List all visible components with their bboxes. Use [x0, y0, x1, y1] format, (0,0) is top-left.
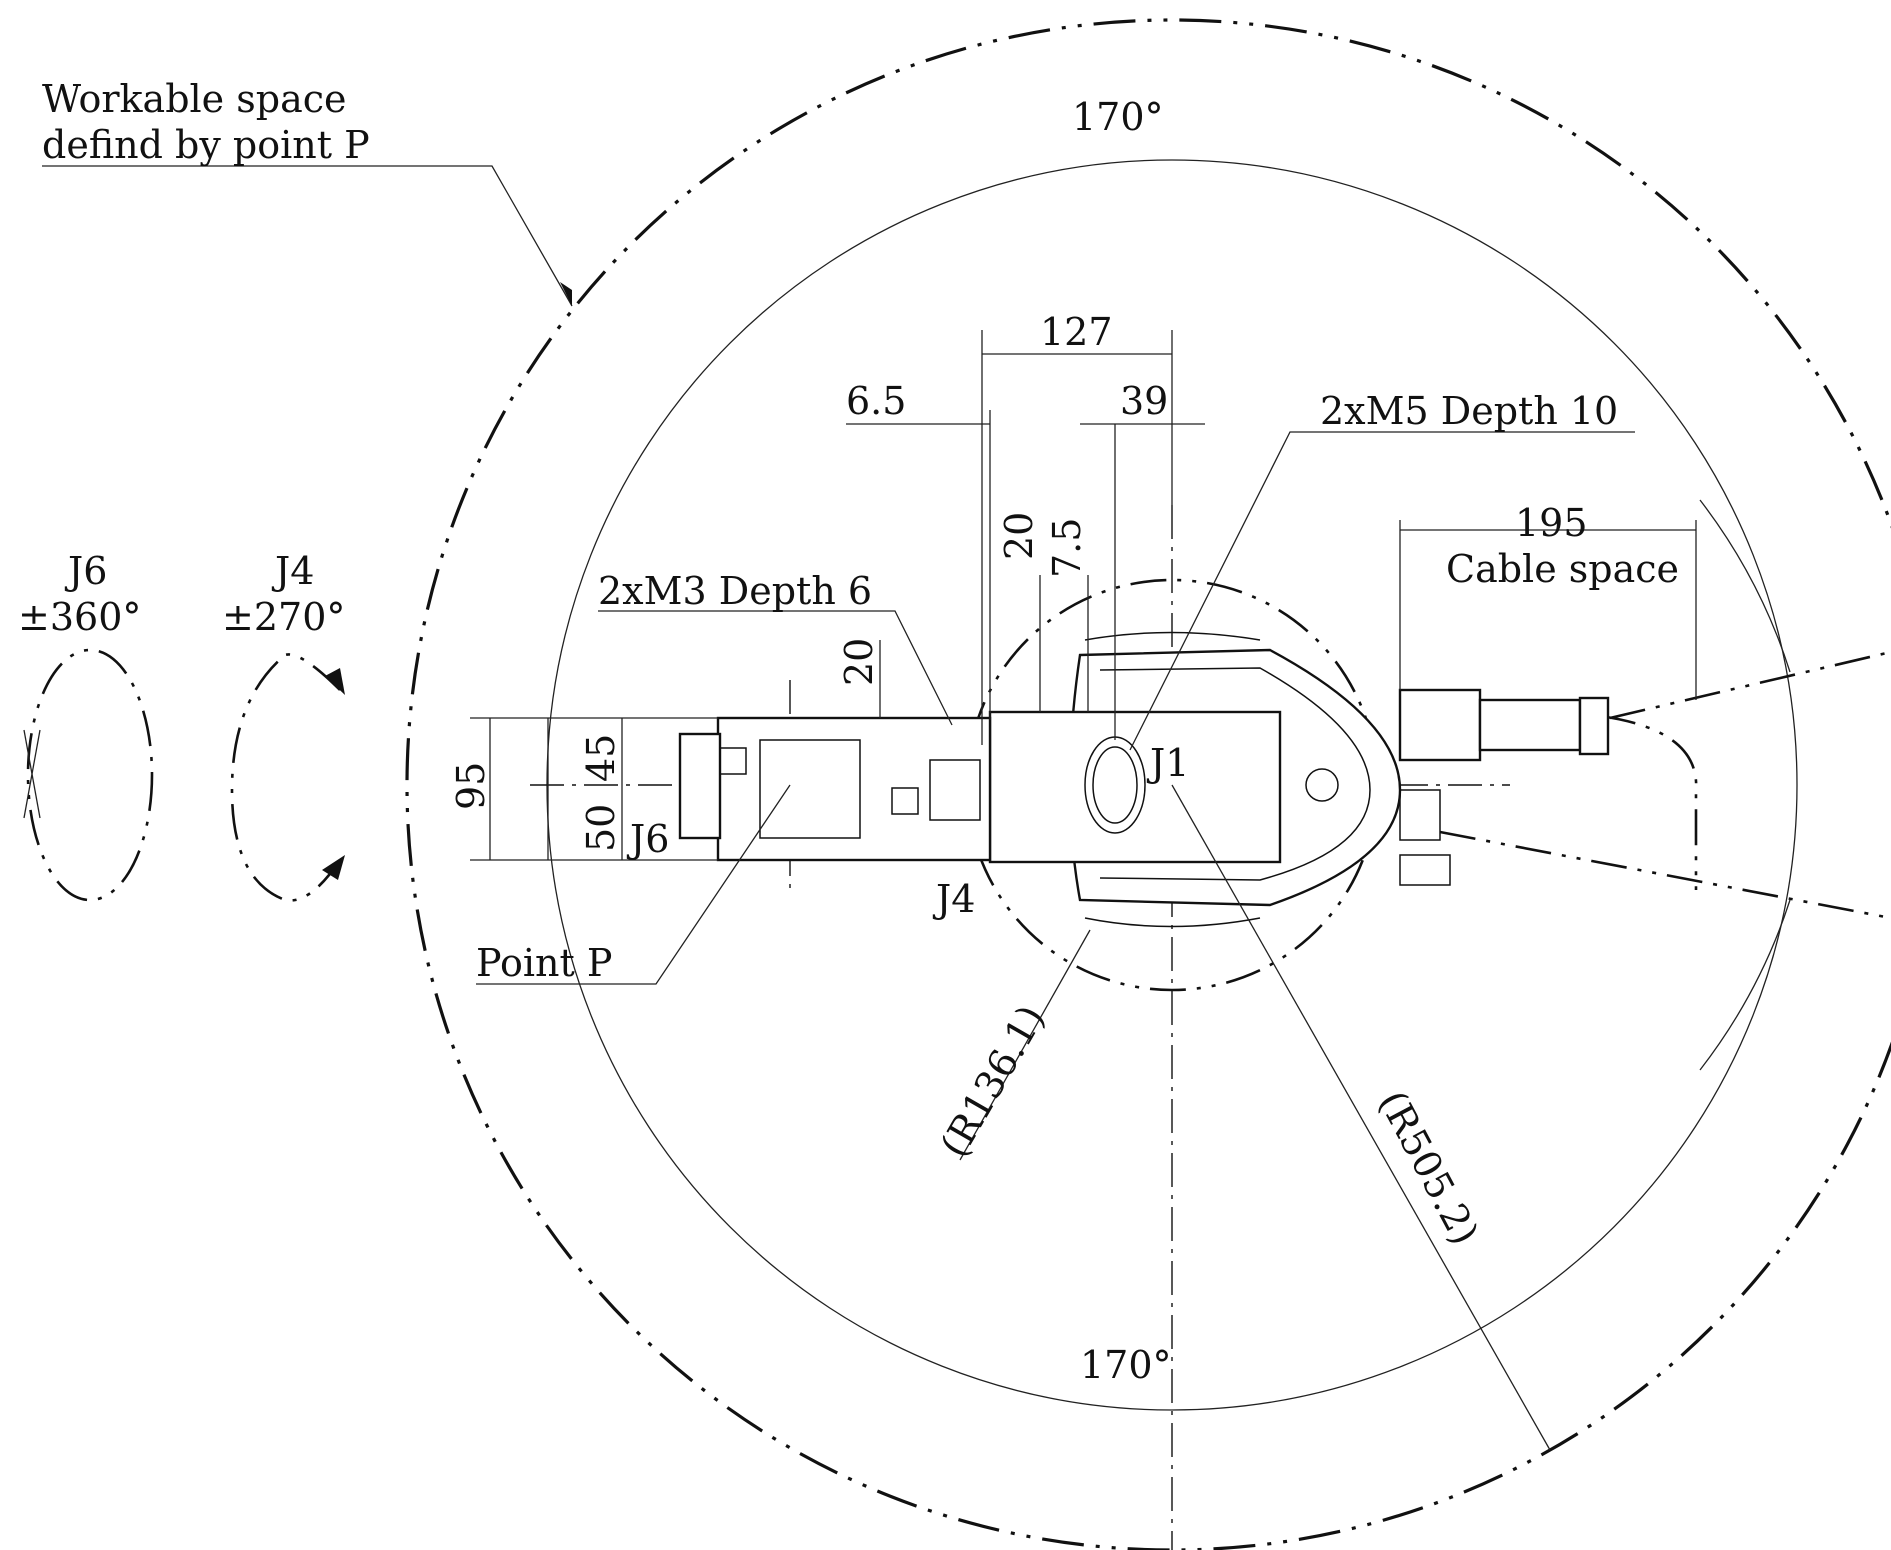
j4-mark: J4	[932, 877, 975, 921]
base-inner	[1099, 667, 1371, 881]
j4-arrow-top	[325, 668, 345, 695]
point-p-leader	[476, 784, 791, 985]
j6-mark: J6	[626, 817, 669, 861]
base-top-cap	[1084, 631, 1261, 641]
cable-lower	[1399, 789, 1441, 841]
j6-label: J6	[64, 549, 107, 593]
cable-body	[1478, 698, 1582, 752]
dim-50-label: 50	[579, 804, 623, 852]
angle-label-bottom: 170°	[1080, 1343, 1172, 1387]
r136-label: (R136.1)	[932, 998, 1054, 1165]
limit-ray-lower	[1439, 830, 1891, 920]
base-bottom-cap	[1084, 917, 1261, 928]
forearm-panel	[759, 739, 861, 839]
dim-20-left-label: 20	[837, 638, 881, 686]
cable-lower2	[1399, 854, 1451, 886]
angle-arc-top	[1699, 499, 1791, 673]
cable-space-label: Cable space	[1446, 547, 1679, 591]
dim-95-label: 95	[449, 762, 493, 810]
angle-label-top: 170°	[1072, 95, 1164, 139]
j6-rotation-icon	[26, 648, 154, 902]
dim-39-label: 39	[1120, 379, 1168, 423]
r505-label: (R505.2)	[1370, 1084, 1487, 1252]
j4-range: ±270°	[222, 595, 345, 639]
point-p-label: Point P	[476, 941, 612, 985]
dim-6-5-label: 6.5	[846, 379, 906, 423]
arm-oval	[1092, 746, 1138, 824]
j1-knob	[1305, 768, 1339, 802]
cable-curve	[1599, 714, 1698, 890]
cable-nut	[1578, 696, 1610, 756]
j4-label: J4	[271, 549, 314, 593]
dim-195-label: 195	[1515, 501, 1588, 545]
angle-arc-bottom	[1699, 899, 1791, 1071]
m3-label: 2xM3 Depth 6	[598, 569, 872, 613]
m5-leader	[1129, 431, 1635, 751]
workable-arrow	[560, 282, 572, 306]
forearm-connectors	[929, 759, 981, 821]
flange-bolt	[719, 747, 747, 775]
r505-leader	[1171, 784, 1551, 1451]
forearm	[716, 716, 992, 862]
j6-range: ±360°	[18, 595, 141, 639]
dim-7-5-label: 7.5	[1045, 518, 1089, 578]
j4-arrow-bottom	[322, 855, 345, 880]
workable-space-label-2: defind by point P	[42, 123, 370, 167]
limit-ray-upper	[1609, 650, 1891, 720]
r136-leader	[959, 929, 1091, 1161]
workable-leader	[42, 165, 573, 307]
j6-rotation-cross-b	[23, 729, 41, 819]
dim-20-top-label: 20	[997, 512, 1041, 560]
j4-rotation-icon	[230, 653, 342, 902]
dim-127-label: 127	[1040, 310, 1113, 354]
flange	[678, 732, 722, 840]
dim-45-label: 45	[579, 734, 623, 782]
j1-mark: J1	[1146, 741, 1189, 785]
robot-arm	[678, 631, 1610, 928]
m5-label: 2xM5 Depth 10	[1320, 389, 1618, 433]
forearm-port	[891, 787, 919, 815]
m3-leader	[598, 610, 953, 726]
cable-connector	[1398, 688, 1482, 762]
workable-space-label-1: Workable space	[42, 77, 347, 121]
upper-arm	[988, 710, 1282, 864]
